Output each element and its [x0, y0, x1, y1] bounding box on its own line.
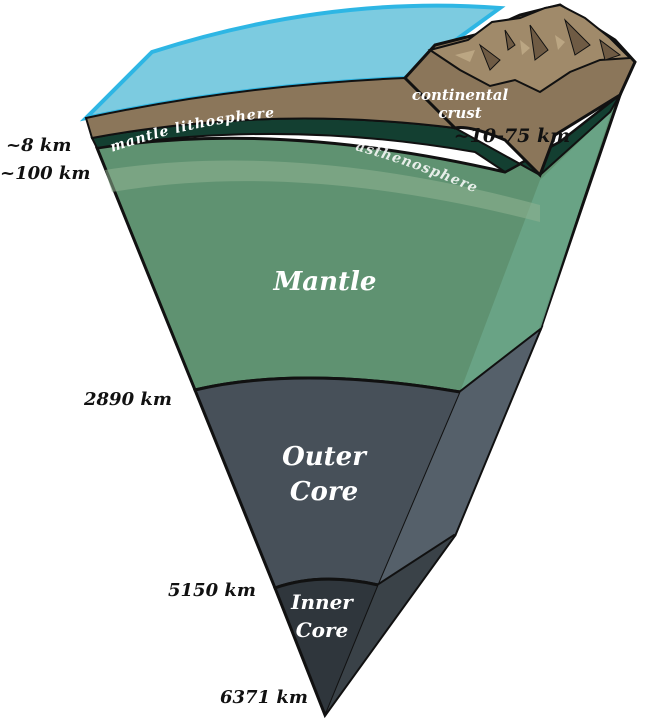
outer-core-label-line1: Outer	[282, 442, 368, 472]
asthenosphere-band	[105, 160, 540, 222]
mountain-shading	[478, 18, 622, 71]
continental-crust-label-line2: crust	[438, 104, 481, 122]
inner-core-side-face	[324, 534, 456, 716]
continental-crust-label-line1: continental	[412, 86, 509, 104]
lithosphere-depth-label: ~100 km	[0, 163, 90, 184]
outer-core-label-line2: Core	[290, 477, 358, 507]
mountain-highlights	[455, 35, 565, 62]
outer-core-depth-label: 2890 km	[83, 389, 172, 410]
inner-core-label-line2: Core	[296, 618, 349, 642]
continental-crust-depth-label: ~10-75 km	[454, 125, 571, 147]
inner-core-label-line1: Inner	[290, 590, 354, 614]
mountain-relief	[427, 3, 633, 94]
center-depth-label: 6371 km	[220, 687, 308, 708]
crust-depth-label: ~8 km	[6, 135, 71, 156]
mantle-label: Mantle	[273, 267, 377, 297]
inner-core-depth-label: 5150 km	[168, 580, 256, 601]
mantle-side-face	[460, 110, 612, 392]
